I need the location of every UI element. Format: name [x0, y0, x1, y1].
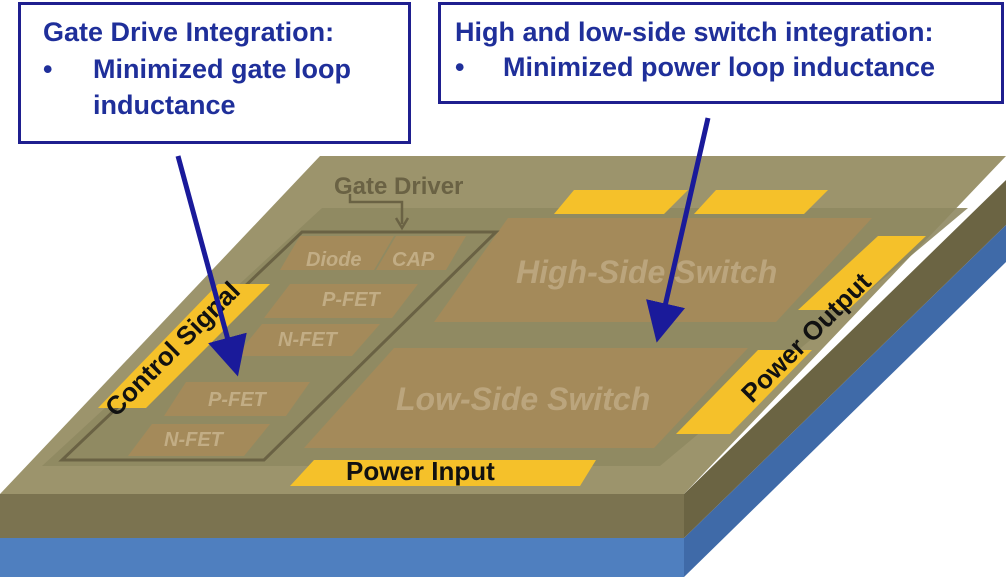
p-fet-lower-label: P-FET	[208, 389, 268, 411]
power-output-pad-upper	[798, 236, 926, 310]
list-item: • Minimized gate loop inductance	[43, 51, 408, 123]
gate-drive-callout-list: • Minimized gate loop inductance	[43, 51, 408, 123]
gate-driver-label: Gate Driver	[334, 173, 463, 200]
gate-drive-callout: Gate Drive Integration: • Minimized gate…	[18, 2, 411, 144]
gate-driver-pointer-head	[394, 217, 410, 231]
diode-block	[280, 236, 394, 270]
gate-drive-callout-title: Gate Drive Integration:	[43, 17, 335, 47]
gate-driver-pointer	[348, 194, 404, 224]
high-side-switch-label: High-Side Switch	[516, 254, 777, 290]
power-loop-arrow	[646, 117, 711, 343]
gate-drive-callout-item: Minimized gate loop inductance	[93, 54, 352, 120]
bullet-glyph: •	[455, 52, 465, 82]
power-output-pad-lower	[676, 350, 812, 434]
switch-integration-callout-list: • Minimized power loop inductance	[455, 49, 1001, 85]
switch-integration-callout-title: High and low-side switch integration:	[455, 17, 934, 47]
board-front-face	[0, 494, 684, 538]
substrate-side	[684, 225, 1006, 577]
n-fet-lower-block	[128, 424, 270, 456]
top-pad-right	[694, 190, 828, 214]
control-signal-pad	[98, 284, 270, 408]
cap-block	[376, 236, 466, 270]
low-side-switch-die	[304, 348, 748, 448]
n-fet-upper-block	[236, 324, 380, 356]
bullet-glyph: •	[43, 54, 53, 84]
diode-label: Diode	[306, 249, 362, 271]
high-side-switch-die	[434, 218, 872, 322]
p-fet-upper-block	[264, 284, 418, 318]
p-fet-lower-block	[164, 382, 310, 416]
cap-label: CAP	[392, 249, 435, 271]
switch-integration-callout: High and low-side switch integration: • …	[438, 2, 1004, 104]
n-fet-lower-label: N-FET	[164, 429, 225, 451]
low-side-switch-label: Low-Side Switch	[396, 381, 650, 417]
list-item: • Minimized power loop inductance	[455, 49, 1001, 85]
top-pad-left	[554, 190, 688, 214]
switch-integration-callout-item: Minimized power loop inductance	[503, 52, 936, 82]
substrate-front	[0, 538, 684, 577]
board-side-face	[684, 180, 1006, 538]
n-fet-upper-label: N-FET	[278, 329, 339, 351]
gate-loop-arrow	[175, 155, 247, 377]
power-input-pad	[290, 460, 596, 486]
p-fet-upper-label: P-FET	[322, 289, 382, 311]
power-input-label: Power Input	[346, 456, 495, 486]
